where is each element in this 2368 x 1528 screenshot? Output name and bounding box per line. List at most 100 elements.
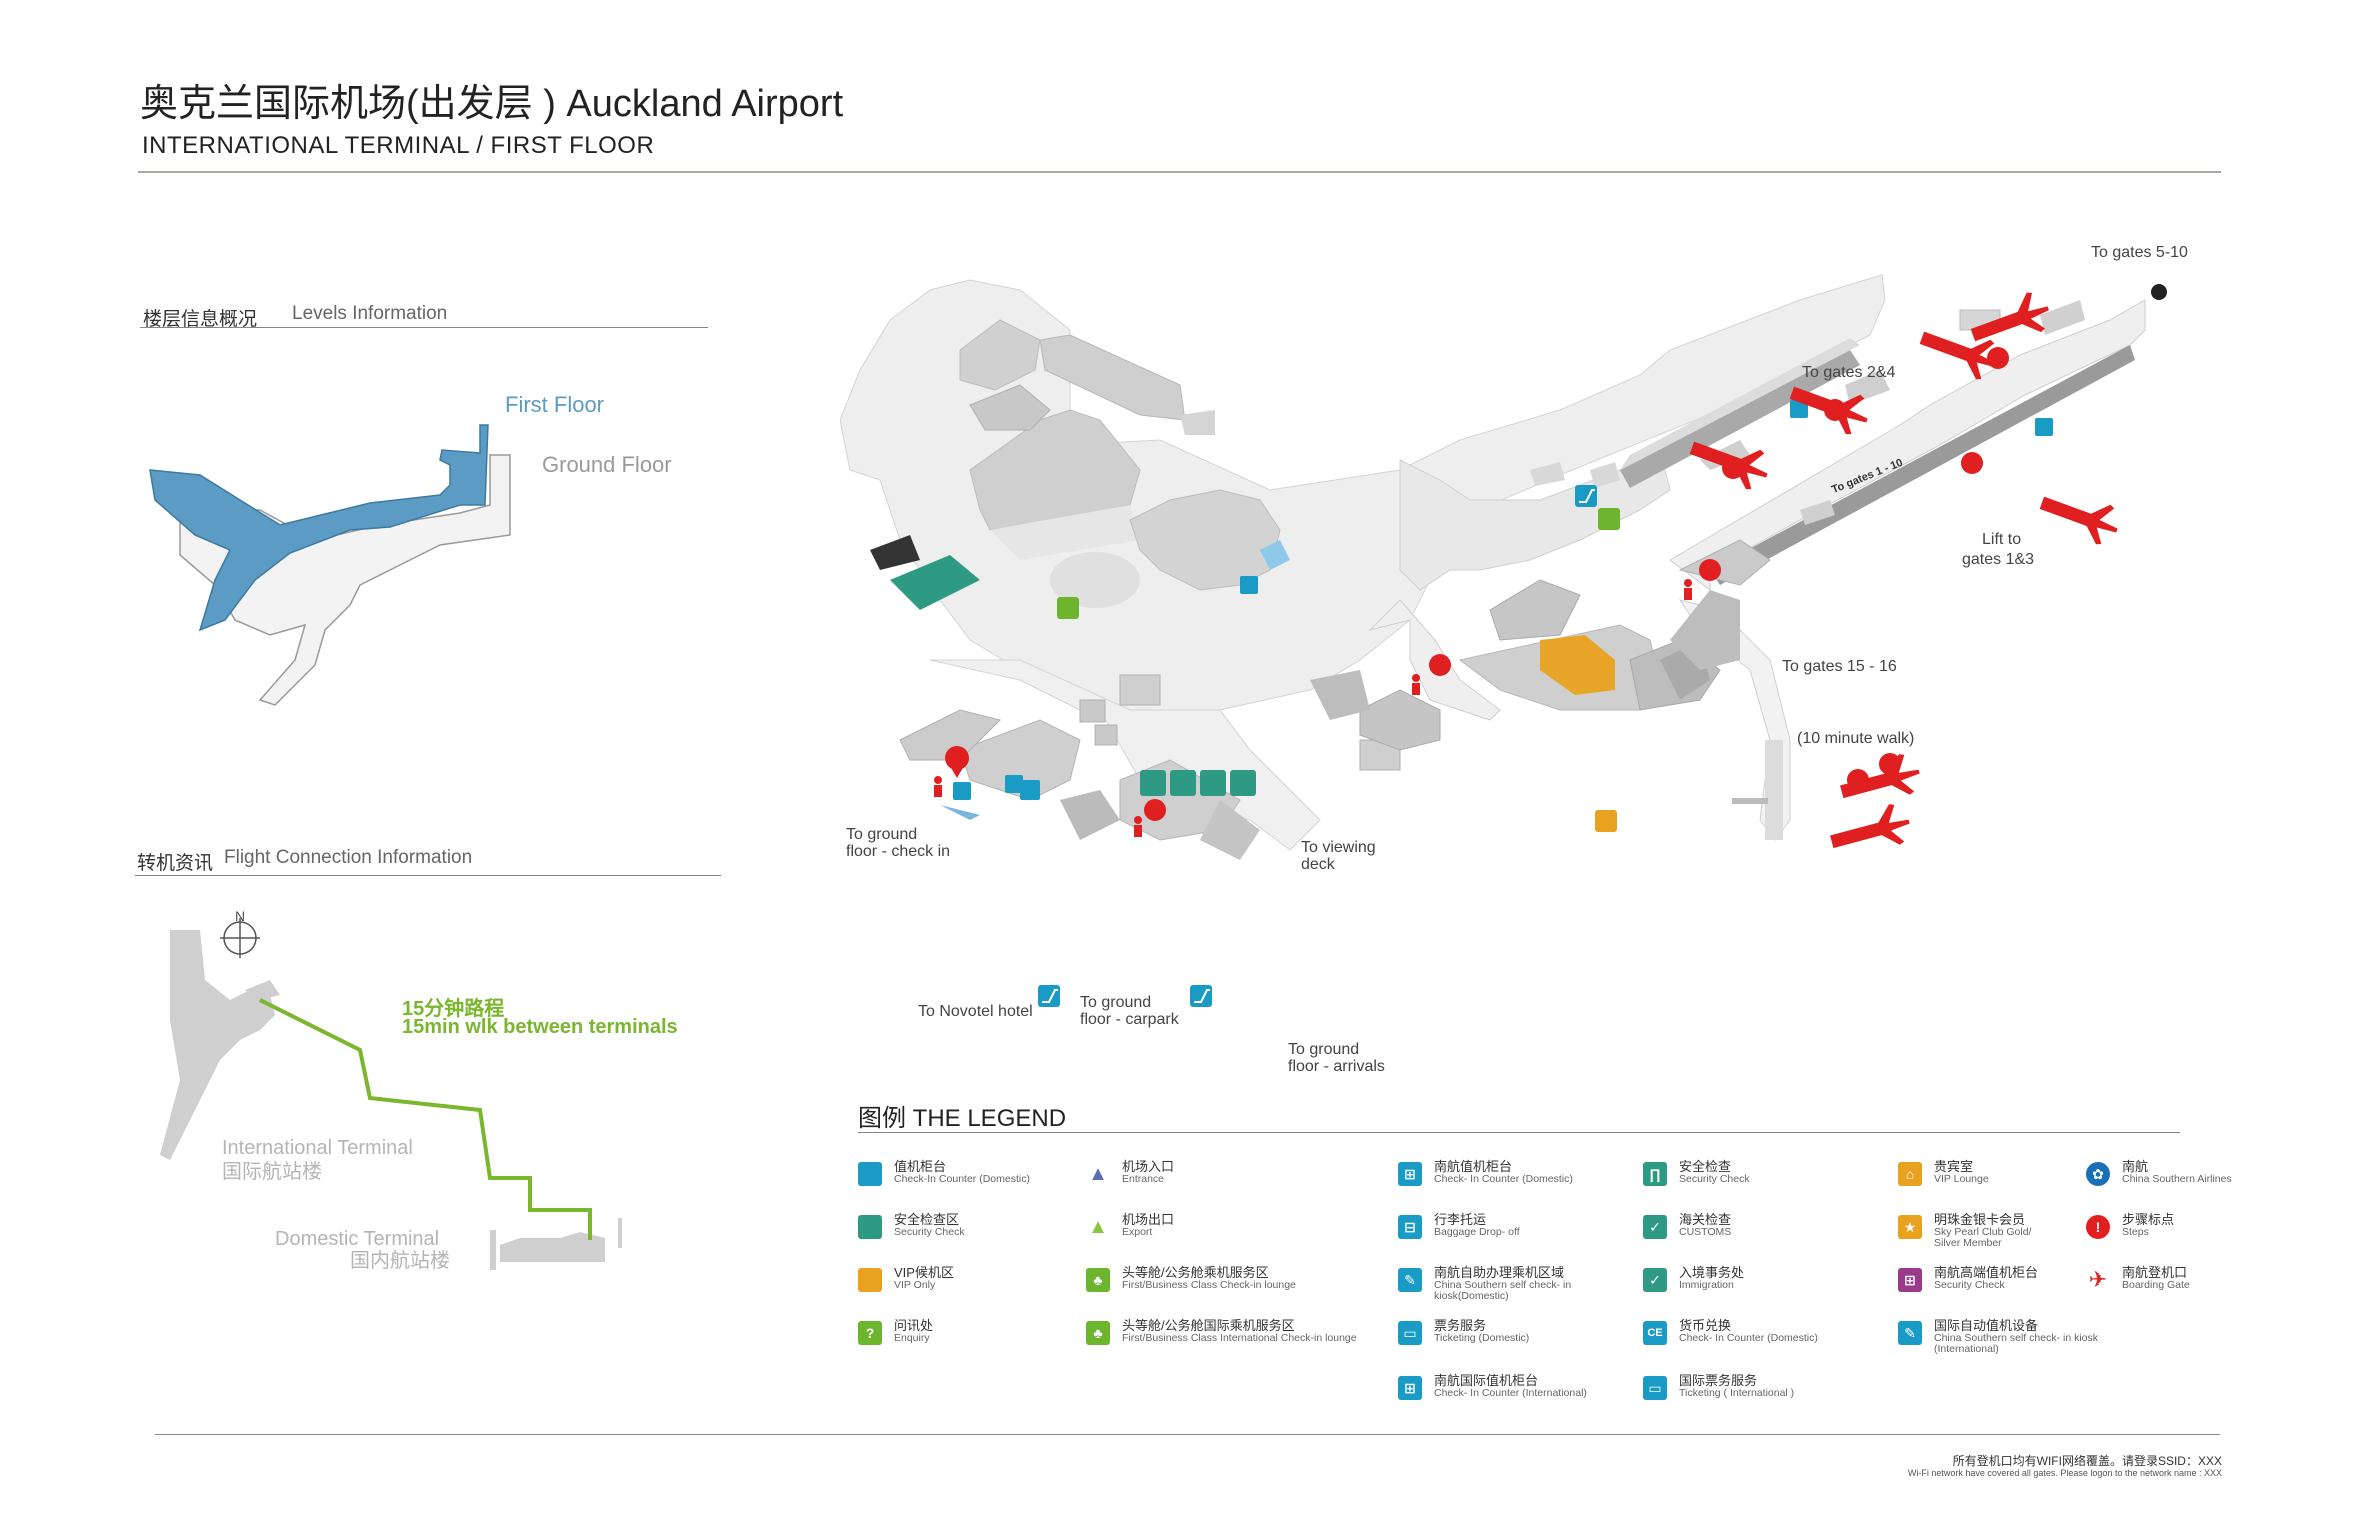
label-novotel: To Novotel hotel <box>918 1003 1033 1020</box>
ticket-intl-icon: ▭ <box>1643 1376 1667 1400</box>
terminal-map <box>840 274 2167 1007</box>
checkin-icon-6 <box>1005 775 1023 793</box>
label-gates-5-10: To gates 5-10 <box>2091 244 2188 261</box>
label-lift-2: gates 1&3 <box>1962 551 2035 568</box>
vip-lounge-area <box>1540 635 1615 695</box>
desk-intl-icon: ⊞ <box>1398 1376 1422 1400</box>
step-pin-icon: ! <box>2086 1215 2110 1239</box>
exit-arrow-icon: ▲ <box>1088 1216 1108 1238</box>
label-carpark-1: To ground <box>1080 994 1152 1011</box>
walk-route-line <box>259 998 592 1240</box>
page-title: 奥克兰国际机场(出发层 ) Auckland Airport <box>140 83 844 125</box>
north-label: N <box>235 908 246 924</box>
seat-intl-icon: ♣ <box>1086 1321 1110 1345</box>
desk-icon: ⊞ <box>1398 1162 1422 1186</box>
checkin-square-icon <box>858 1162 882 1186</box>
label-gates-2-4: To gates 2&4 <box>1802 364 1896 381</box>
pearl-club-icon: ★ <box>1898 1215 1922 1239</box>
ticket-icon: ▭ <box>1398 1321 1422 1345</box>
enquiry-icon-1 <box>1057 597 1079 619</box>
dom-terminal-en: Domestic Terminal <box>275 1228 440 1250</box>
vip-square-icon <box>858 1268 882 1292</box>
security-icons-row <box>1140 770 1256 796</box>
vip-lounge-icon: ⌂ <box>1898 1162 1922 1186</box>
connection-divider <box>135 875 721 876</box>
entrance-arrow <box>940 805 980 820</box>
entrance-arrow-icon: ▲ <box>1088 1163 1108 1185</box>
premium-desk-icon: ⊞ <box>1898 1268 1922 1292</box>
terminal-floor <box>840 274 1886 721</box>
currency-exchange-icon: CE <box>1643 1321 1667 1345</box>
dom-terminal-cn: 国内航站楼 <box>350 1250 450 1272</box>
label-arrivals-1: To ground <box>1288 1041 1360 1058</box>
baggage-icon: ⊟ <box>1398 1215 1422 1239</box>
security-check-area <box>890 555 980 610</box>
label-gates-15-16: To gates 15 - 16 <box>1782 658 1897 675</box>
checkin-icon-2 <box>1240 576 1258 594</box>
kiosk-icon: ✎ <box>1398 1268 1422 1292</box>
levels-diagram <box>149 424 511 706</box>
checkin-icon-4 <box>2035 418 2053 436</box>
ground-floor-label: Ground Floor <box>542 452 672 477</box>
connection-map <box>160 918 622 1270</box>
checkin-icon-3 <box>1790 400 1808 418</box>
header-divider <box>138 171 2221 173</box>
label-carpark-2: floor - carpark <box>1080 1011 1179 1028</box>
domestic-terminal-shape <box>500 1232 605 1262</box>
boarding-plane-icon: ✈ <box>2088 1267 2108 1292</box>
enquiry-icon-2 <box>1598 508 1620 530</box>
immigration-icon: ✓ <box>1643 1268 1667 1292</box>
person-icon <box>934 579 1692 837</box>
intl-terminal-cn: 国际航站楼 <box>222 1161 322 1183</box>
footer-wifi-en: Wi-Fi network have covered all gates. Pl… <box>1907 1468 2222 1478</box>
compass-icon <box>220 918 260 958</box>
china-southern-icon: ✿ <box>2086 1162 2110 1186</box>
security-square-icon <box>858 1215 882 1239</box>
footer-divider <box>155 1434 2220 1435</box>
first-floor-shape <box>149 424 489 632</box>
label-viewing-1: To viewing <box>1301 839 1376 856</box>
step-marker-icon <box>1144 347 2009 821</box>
walk-time-cn: 15分钟路程 <box>402 998 505 1020</box>
international-terminal-shape <box>160 930 275 1160</box>
customs-icon: ✓ <box>1643 1215 1667 1239</box>
checkin-icon-5 <box>953 782 971 800</box>
first-floor-label: First Floor <box>505 392 604 417</box>
seat-icon: ♣ <box>1086 1268 1110 1292</box>
levels-divider <box>140 327 708 328</box>
levels-heading-cn: 楼层信息概况 <box>143 309 258 330</box>
label-10-min: (10 minute walk) <box>1797 730 1915 747</box>
escalator-icon-1 <box>1575 485 1597 507</box>
page-subtitle: INTERNATIONAL TERMINAL / FIRST FLOOR <box>142 132 655 159</box>
connection-heading-en: Flight Connection Information <box>224 847 473 868</box>
vip-lounge-icon <box>1595 810 1617 832</box>
escalator-icon-3 <box>1038 985 1060 1007</box>
security-gate-icon: ∏ <box>1643 1162 1667 1186</box>
intl-kiosk-icon: ✎ <box>1898 1321 1922 1345</box>
label-arrivals-2: floor - arrivals <box>1288 1058 1385 1075</box>
footer-wifi-cn: 所有登机口均有WIFI网络覆盖。请登录SSID：XXX <box>1952 1454 2222 1468</box>
intl-terminal-en: International Terminal <box>222 1137 413 1159</box>
legend-divider <box>858 1132 2180 1133</box>
label-viewing-2: deck <box>1301 856 1335 873</box>
